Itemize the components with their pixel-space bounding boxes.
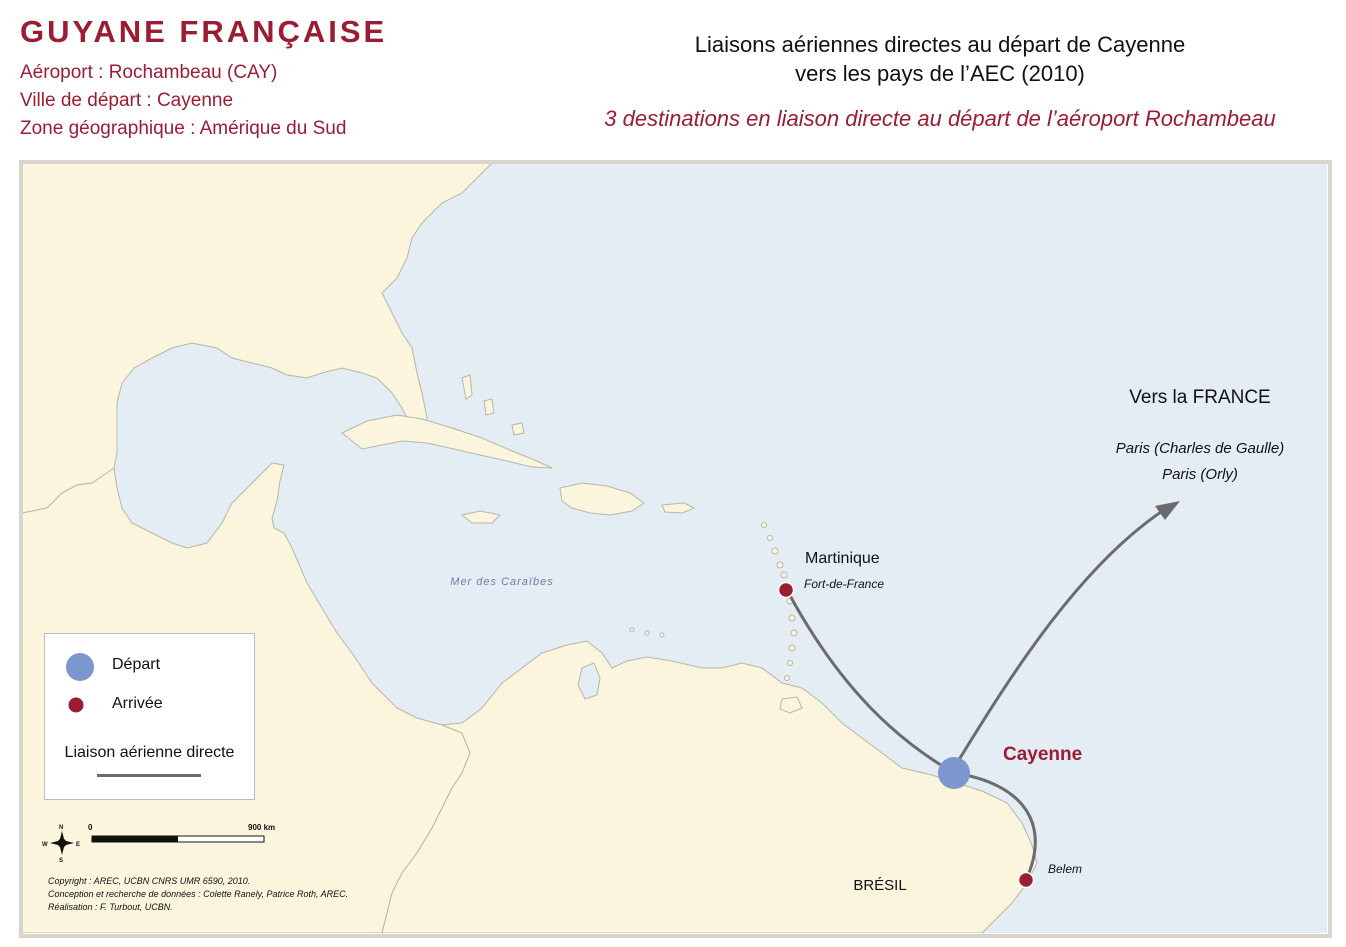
legend-departure-symbol xyxy=(66,653,94,681)
martinique-arrival-marker xyxy=(777,581,795,599)
fort-de-france-city-label: Fort-de-France xyxy=(804,577,884,591)
compass-e: E xyxy=(76,842,80,848)
credit-realisation: Réalisation : F. Turbout, UCBN. xyxy=(48,902,173,912)
map-title-line1: Liaisons aériennes directes au départ de… xyxy=(694,32,1186,57)
island-hispaniola xyxy=(559,482,645,516)
routes xyxy=(785,506,1168,881)
legend-arrival-symbol xyxy=(68,697,84,713)
island-trinidad xyxy=(779,696,803,714)
lake-maracaibo xyxy=(577,662,601,700)
credit-copyright: Copyright : AREC, UCBN CNRS UMR 6590, 20… xyxy=(48,876,251,886)
map-frame xyxy=(19,160,1332,938)
legend-route-label: Liaison aérienne directe xyxy=(64,744,235,761)
france-airport-cdg: Paris (Charles de Gaulle) xyxy=(1116,440,1284,457)
landmass-north-america xyxy=(22,163,493,514)
scale-start: 0 xyxy=(88,823,93,832)
compass-n: N xyxy=(59,825,63,831)
france-heading-label: Vers la FRANCE xyxy=(1129,387,1270,408)
departure-city-label: Ville de départ : Cayenne xyxy=(20,90,234,111)
france-arrow-head xyxy=(1155,501,1180,520)
island-puerto-rico xyxy=(661,502,696,514)
belem-city-label: Belem xyxy=(1048,862,1082,876)
zone-label: Zone géographique : Amérique du Sud xyxy=(20,118,347,139)
country-title: GUYANE FRANÇAISE xyxy=(20,14,388,49)
route-to-france xyxy=(955,506,1168,764)
credit-conception: Conception et recherche de données : Col… xyxy=(48,889,349,899)
compass-s: S xyxy=(59,858,63,864)
landmass-south-america xyxy=(381,640,1038,933)
map-title-line2: vers les pays de l’AEC (2010) xyxy=(795,61,1085,86)
scale-bar: 0 900 km xyxy=(88,823,275,843)
map-title: Liaisons aériennes directes au départ de… xyxy=(560,30,1320,88)
brazil-country-label: BRÉSIL xyxy=(853,877,906,894)
compass-rose: N S E W xyxy=(42,825,80,864)
island-bahamas-1 xyxy=(461,374,473,400)
legend-departure-label: Départ xyxy=(112,656,161,673)
island-bahamas-3 xyxy=(511,422,525,436)
legend: Départ Arrivée Liaison aérienne directe xyxy=(44,633,255,800)
island-bahamas-2 xyxy=(483,398,495,416)
compass-w: W xyxy=(42,842,48,848)
france-airport-orly: Paris (Orly) xyxy=(1162,466,1238,483)
belem-arrival-marker xyxy=(1017,871,1035,889)
route-to-belem xyxy=(953,771,1037,881)
scale-end: 900 km xyxy=(248,823,275,832)
route-to-martinique xyxy=(785,589,955,775)
sea-label: Mer des Caraïbes xyxy=(450,576,553,588)
legend-arrival-label: Arrivée xyxy=(112,695,163,712)
legend-route-line xyxy=(97,774,201,777)
island-jamaica xyxy=(460,510,502,524)
map-subtitle: 3 destinations en liaison directe au dép… xyxy=(604,106,1276,131)
island-cuba xyxy=(341,414,553,469)
martinique-country-label: Martinique xyxy=(805,550,880,567)
airport-label: Aéroport : Rochambeau (CAY) xyxy=(20,62,278,83)
cayenne-departure-marker xyxy=(938,757,970,789)
cayenne-label: Cayenne xyxy=(1003,744,1082,765)
